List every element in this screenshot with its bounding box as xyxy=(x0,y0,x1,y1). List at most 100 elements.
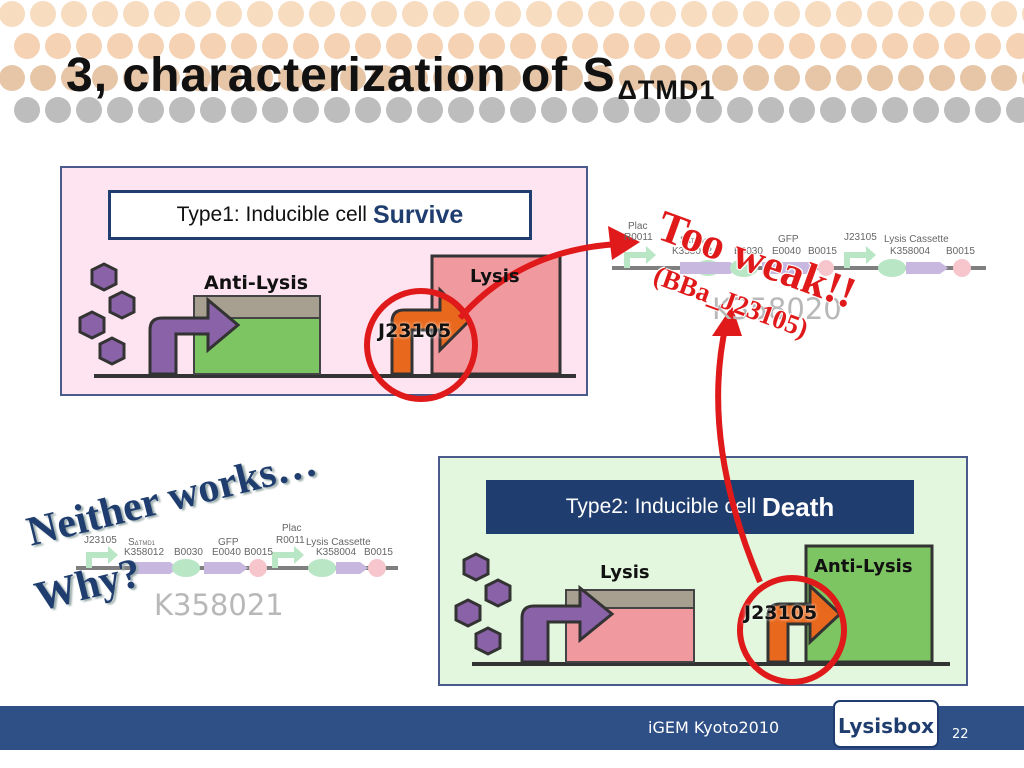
part-label: E0040 xyxy=(772,246,801,257)
dot xyxy=(123,65,149,91)
part-label: K358012 xyxy=(672,246,713,257)
dot xyxy=(231,97,257,123)
dot xyxy=(278,1,304,27)
dot xyxy=(92,65,118,91)
dot xyxy=(448,33,474,59)
dot-pattern-background xyxy=(0,1,1024,123)
dot xyxy=(789,33,815,59)
type1-diagram xyxy=(78,254,576,402)
red-arrows xyxy=(457,226,763,584)
part-label: Lysis Cassette xyxy=(884,234,949,245)
dot xyxy=(371,1,397,27)
dot xyxy=(386,97,412,123)
dot xyxy=(169,97,195,123)
type1-anti-lysis-label: Anti-Lysis xyxy=(204,272,309,294)
dot xyxy=(324,33,350,59)
dot xyxy=(727,33,753,59)
dot xyxy=(774,1,800,27)
dot xyxy=(913,97,939,123)
dot xyxy=(448,97,474,123)
construct-id-k358021: K358021 xyxy=(154,588,284,622)
part-label: J23105 xyxy=(844,232,877,243)
dot xyxy=(634,97,660,123)
hexagon-icon xyxy=(90,262,118,292)
dot xyxy=(960,65,986,91)
dot xyxy=(789,97,815,123)
type2-anti-lysis-label: Anti-Lysis xyxy=(814,556,913,577)
dot xyxy=(464,1,490,27)
dot xyxy=(309,65,335,91)
part-label: SΔTMD1 xyxy=(128,537,156,548)
dot xyxy=(867,1,893,27)
dot xyxy=(340,65,366,91)
dot xyxy=(851,97,877,123)
dot xyxy=(603,33,629,59)
dot xyxy=(851,33,877,59)
dot xyxy=(402,1,428,27)
rbs-icon xyxy=(730,259,758,277)
construct-k358020 xyxy=(612,246,986,277)
rbs-icon xyxy=(878,259,906,277)
cds-arrow-icon xyxy=(906,262,948,274)
dot xyxy=(262,33,288,59)
dot xyxy=(727,97,753,123)
dot xyxy=(541,97,567,123)
dot xyxy=(495,1,521,27)
dot xyxy=(479,33,505,59)
part-label: K358004 xyxy=(890,246,931,257)
dot xyxy=(681,1,707,27)
hexagon-icon xyxy=(484,578,512,608)
dot xyxy=(293,97,319,123)
part-label: Plac xyxy=(282,523,302,534)
dot xyxy=(200,33,226,59)
footer-text: iGEM Kyoto2010 xyxy=(648,718,780,737)
part-label: Lysis Cassette xyxy=(306,537,371,548)
dot xyxy=(340,1,366,27)
dot xyxy=(650,1,676,27)
dot xyxy=(30,65,56,91)
dot xyxy=(619,65,645,91)
part-label: K358012 xyxy=(124,547,165,558)
dot xyxy=(154,1,180,27)
dot xyxy=(526,65,552,91)
dot xyxy=(882,33,908,59)
promoter-arrow-icon xyxy=(272,546,304,568)
dot xyxy=(758,33,784,59)
lysisbox-logo: Lysisbox xyxy=(833,700,939,748)
dot xyxy=(355,33,381,59)
dot xyxy=(185,65,211,91)
slide-title: 3, characterization of SΔTMD1 xyxy=(66,48,715,106)
dot xyxy=(820,97,846,123)
part-label: B0030 xyxy=(174,547,203,558)
dot xyxy=(650,65,676,91)
page-number: 22 xyxy=(952,727,969,742)
dot xyxy=(541,33,567,59)
dot xyxy=(169,33,195,59)
promoter-arrow-icon xyxy=(148,296,241,376)
dot xyxy=(929,65,955,91)
cds-arrow-icon xyxy=(130,562,178,574)
dot xyxy=(0,1,25,27)
dot xyxy=(557,1,583,27)
dot xyxy=(588,65,614,91)
dot xyxy=(588,1,614,27)
terminator-icon xyxy=(818,260,834,276)
rbs-icon xyxy=(308,559,336,577)
dot xyxy=(61,1,87,27)
dot xyxy=(262,97,288,123)
dot xyxy=(417,97,443,123)
dot xyxy=(371,65,397,91)
part-label: R0011 xyxy=(276,535,305,546)
dot xyxy=(898,65,924,91)
dot xyxy=(216,1,242,27)
part-label: B0015 xyxy=(244,547,273,558)
dot xyxy=(324,97,350,123)
promoter-arrow-icon xyxy=(86,546,118,568)
part-label: B0030 xyxy=(734,246,763,257)
j23105-promoter-arrow-icon xyxy=(766,582,843,664)
dot xyxy=(743,65,769,91)
dot xyxy=(526,1,552,27)
